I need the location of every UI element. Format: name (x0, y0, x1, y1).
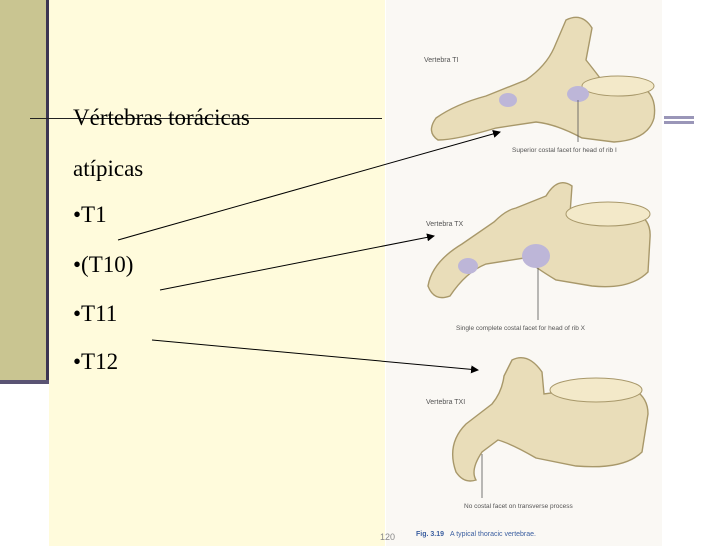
vertebra-t10-label: Vertebra TX (426, 221, 464, 228)
figure-caption-text: A typical thoracic vertebrae. (450, 531, 536, 538)
vertebra-t1-facet (567, 86, 589, 102)
left-band-olive (0, 0, 46, 384)
vertebra-t1-caption: Superior costal facet for head of rib I (512, 147, 617, 154)
arrow-t1 (117, 130, 501, 241)
vertebra-t1-top (581, 75, 655, 97)
title-line-2: atípicas (73, 156, 144, 181)
vertebrae-figure: Vertebra TI Superior costal facet for he… (380, 0, 662, 546)
title-line-1: Vértebras torácicas (73, 105, 250, 130)
vertebra-t10-transverse-facet (458, 258, 478, 274)
figure-caption-label: Fig. 3.19 (416, 531, 444, 538)
vertebrae-illustration: Vertebra TI Superior costal facet for he… (380, 16, 656, 542)
vertebra-t11-illustration (452, 357, 649, 498)
bullet-t1: •T1 (73, 202, 107, 227)
page-number: 120 (380, 532, 395, 542)
vertebra-t10-top (565, 201, 651, 227)
vertebra-t10-facet (522, 244, 550, 268)
vertebra-t1-label: Vertebra TI (424, 57, 459, 64)
vertebra-t1-illustration (430, 16, 656, 143)
left-band-divider (46, 0, 49, 384)
bullet-t12: •T12 (73, 349, 119, 374)
arrow-t10 (159, 233, 435, 291)
arrow-t12 (151, 339, 479, 374)
title-underline (30, 118, 382, 119)
vertebra-t11-caption: No costal facet on transverse process (464, 503, 573, 510)
vertebra-t10-caption: Single complete costal facet for head of… (456, 325, 586, 332)
accent-bars (664, 116, 694, 126)
bullet-t11: •T11 (73, 301, 118, 326)
vertebra-t1-transverse-facet (499, 93, 517, 107)
left-band-foot (0, 380, 49, 384)
vertebra-t11-top (549, 377, 643, 403)
bullet-t10: •(T10) (73, 252, 134, 277)
vertebra-t11-label: Vertebra TXI (426, 399, 465, 406)
vertebra-t10-illustration (427, 182, 651, 320)
content-band (49, 0, 385, 546)
vertebra-t1-body (430, 16, 656, 143)
